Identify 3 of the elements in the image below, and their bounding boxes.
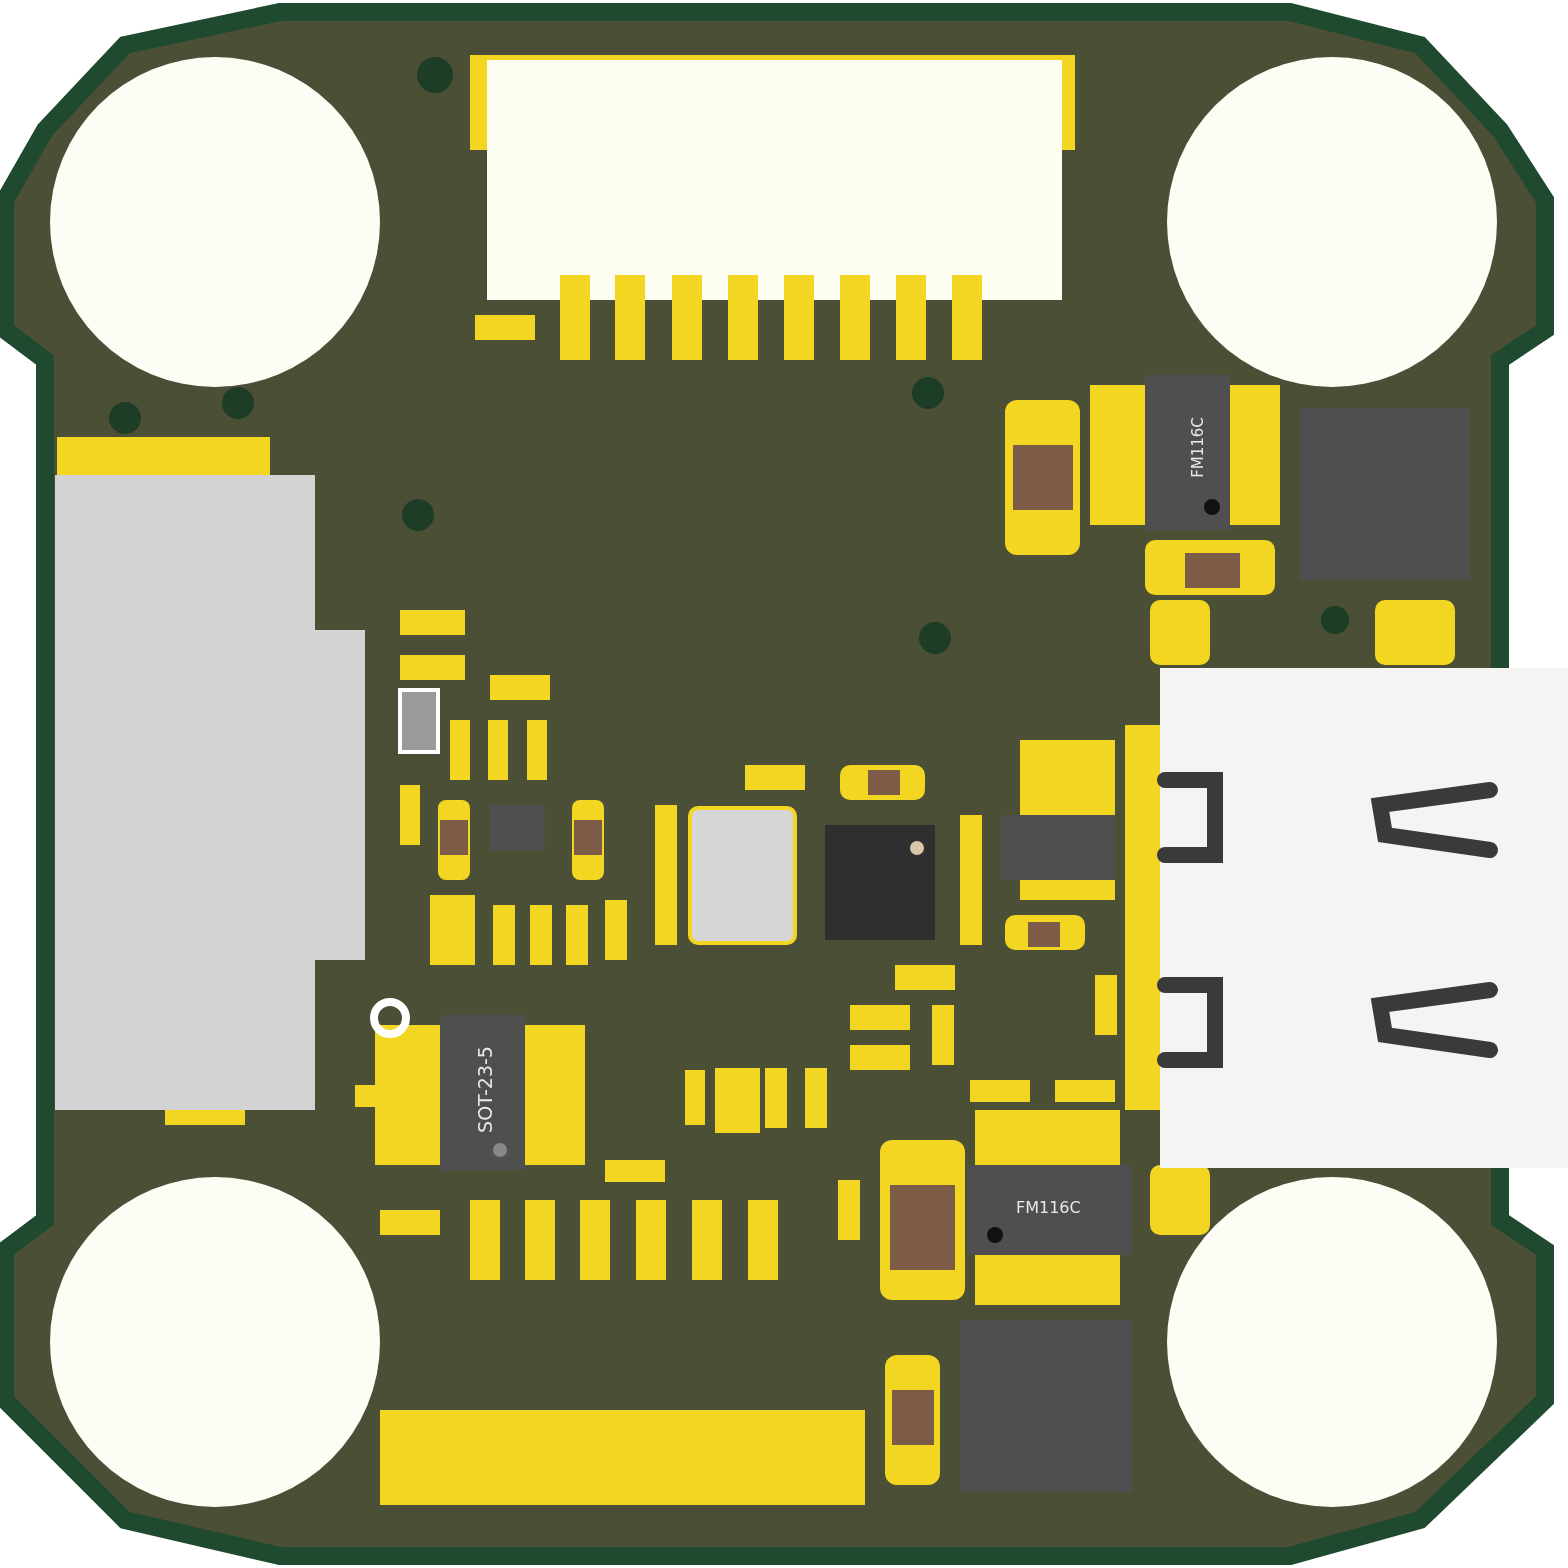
chip-marking: SOT-23-5 bbox=[475, 1046, 495, 1133]
chip-marking: FM116C bbox=[1190, 417, 1206, 478]
chip-marking: FM116C bbox=[1016, 1200, 1081, 1216]
